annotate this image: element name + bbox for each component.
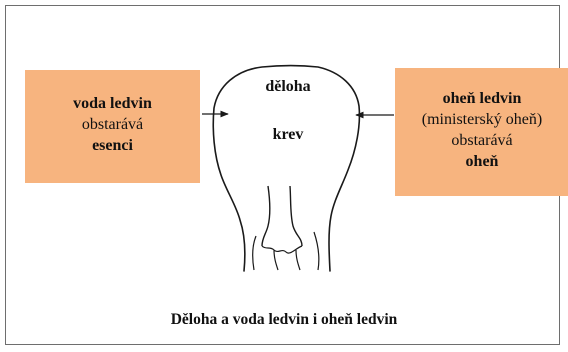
kidney-fire-object: oheň <box>465 153 499 170</box>
kidney-fire-verb: obstarává <box>451 132 513 149</box>
kidney-fire-title: oheň ledvin <box>442 90 522 107</box>
uterus-outline <box>212 64 361 272</box>
uterus-inner-right-lower <box>313 231 320 271</box>
kidney-water-object: esenci <box>92 137 133 154</box>
kidney-water-title: voda ledvin <box>73 95 152 112</box>
uterus-inner-left-lower <box>252 235 257 271</box>
uterus-inner-left <box>261 185 271 247</box>
kidney-water-box: voda ledvin obstarává esenci <box>25 70 200 183</box>
kidney-fire-subtitle: (ministerský oheň) <box>421 111 543 128</box>
uterus-label: děloha <box>265 78 311 95</box>
uterus-inner-right <box>289 185 303 247</box>
kidney-fire-box: oheň ledvin (ministerský oheň) obstarává… <box>395 68 568 196</box>
figure-caption: Děloha a voda ledvin i oheň ledvin <box>170 311 398 328</box>
blood-label: krev <box>272 126 304 143</box>
uterus-canal <box>261 245 303 271</box>
kidney-water-verb: obstarává <box>81 116 144 133</box>
